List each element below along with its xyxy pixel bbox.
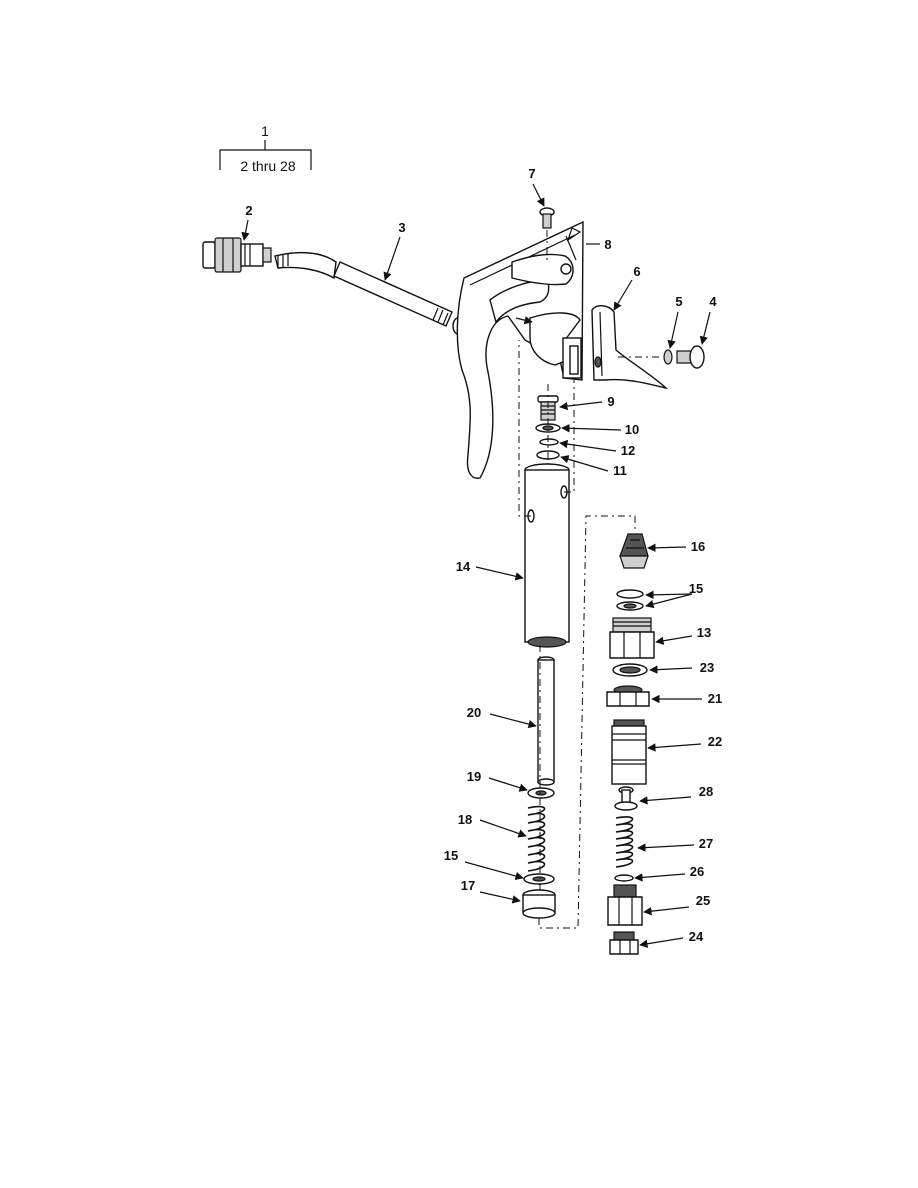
part-20-rod — [537, 656, 555, 786]
part-15-washers-right — [616, 589, 644, 611]
part-4-screw — [618, 345, 705, 369]
part-22-sleeve — [611, 719, 647, 785]
part-6-lever — [591, 305, 669, 390]
callout-7: 7 — [528, 166, 535, 181]
callout-2: 2 — [245, 203, 252, 218]
assembly-header: 1 2 thru 28 — [219, 123, 312, 174]
part-19-washer — [527, 787, 555, 799]
part-18-spring — [527, 805, 546, 872]
part-2-fitting — [202, 237, 272, 273]
part-12-oring — [539, 438, 559, 446]
part-28-plunger — [614, 786, 638, 811]
part-17-cap — [522, 645, 556, 919]
part-14-barrel — [518, 340, 575, 648]
part-21-nut — [606, 685, 650, 707]
leader-arrows — [241, 183, 711, 948]
part-8-body — [456, 220, 584, 479]
callout-19: 19 — [467, 769, 481, 784]
assembly-range: 2 thru 28 — [240, 158, 295, 174]
callout-17: 17 — [461, 878, 475, 893]
callout-3: 3 — [398, 220, 405, 235]
part-24-nut — [609, 931, 639, 955]
part-16-nozzle — [619, 533, 649, 569]
part-25-fitting — [607, 884, 643, 926]
callout-11: 11 — [613, 463, 627, 478]
callout-13: 13 — [697, 625, 711, 640]
assembly-number: 1 — [261, 123, 269, 139]
callout-14: 14 — [456, 559, 471, 574]
part-26-washer — [614, 874, 634, 882]
callout-labels: 2 3 4 5 6 7 8 9 10 11 12 13 14 15 15 16 … — [245, 166, 722, 944]
callout-20: 20 — [467, 705, 481, 720]
callout-21: 21 — [708, 691, 722, 706]
callout-23: 23 — [700, 660, 714, 675]
part-27-spring — [615, 816, 634, 868]
callout-8: 8 — [604, 237, 611, 252]
callout-10: 10 — [625, 422, 639, 437]
callout-16: 16 — [691, 539, 705, 554]
callout-27: 27 — [699, 836, 713, 851]
part-15-washer-left — [523, 873, 555, 885]
part-3-tube — [274, 251, 464, 335]
part-7-screw — [539, 207, 555, 262]
callout-26: 26 — [690, 864, 704, 879]
callout-28: 28 — [699, 784, 713, 799]
part-5-washer — [663, 349, 673, 365]
callout-24: 24 — [689, 929, 704, 944]
callout-15-right: 15 — [689, 581, 703, 596]
callout-12: 12 — [621, 443, 635, 458]
callout-6: 6 — [633, 264, 640, 279]
callout-4: 4 — [709, 294, 717, 309]
callout-9: 9 — [607, 394, 614, 409]
part-23-oring — [612, 663, 648, 677]
callout-25: 25 — [696, 893, 710, 908]
callout-5: 5 — [675, 294, 682, 309]
part-13-hex-nut — [609, 617, 655, 659]
callout-15-left: 15 — [444, 848, 458, 863]
callout-22: 22 — [708, 734, 722, 749]
connector-dashed — [538, 515, 636, 929]
part-trigger — [529, 312, 582, 379]
callout-18: 18 — [458, 812, 472, 827]
